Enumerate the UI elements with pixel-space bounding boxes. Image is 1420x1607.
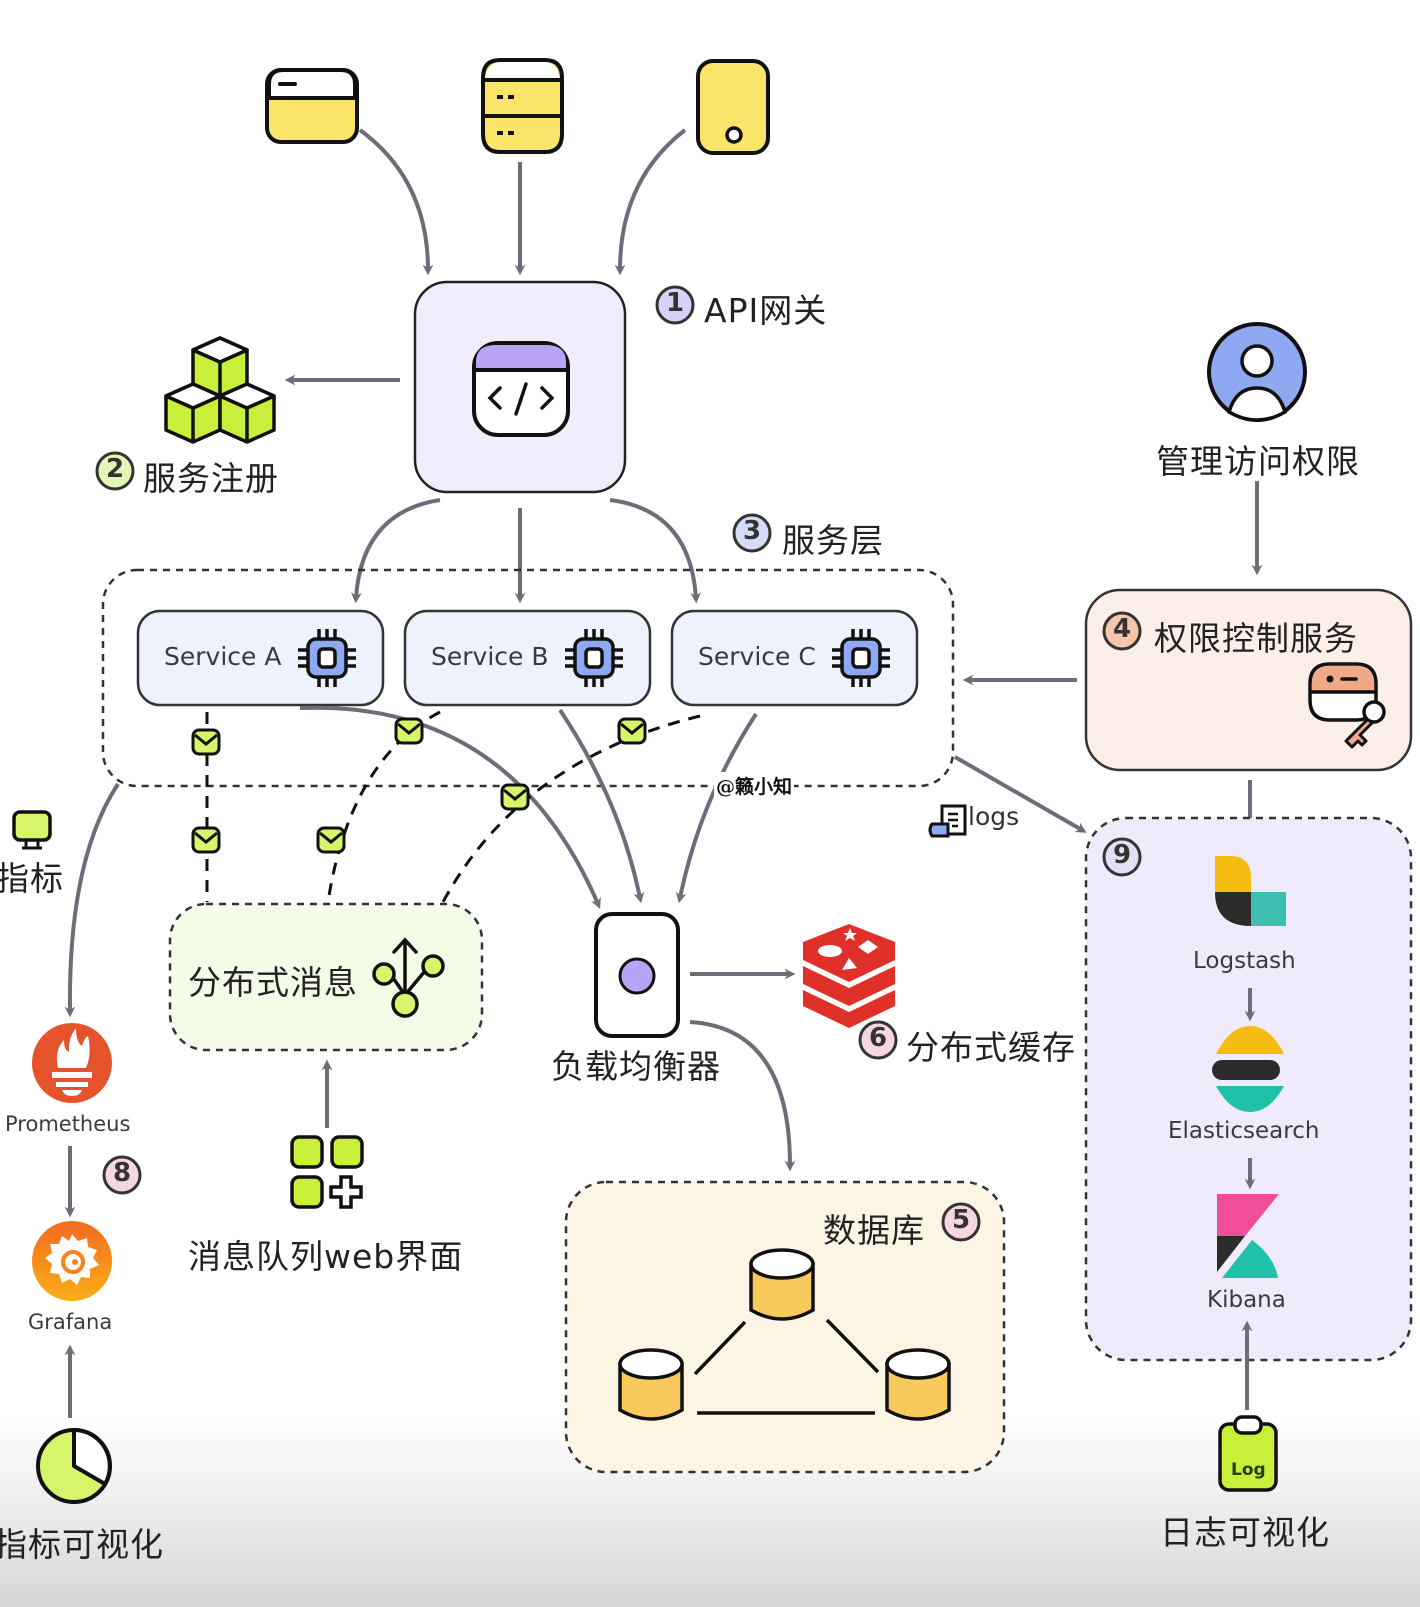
watermark: @籁小知 xyxy=(714,772,795,799)
apps-add-icon xyxy=(290,1135,364,1209)
messaging-label: 分布式消息 xyxy=(188,963,358,1002)
grafana-logo xyxy=(32,1221,112,1301)
database-icon xyxy=(885,1348,951,1421)
services-to-lb-arrows xyxy=(299,705,758,909)
database-icon xyxy=(618,1348,684,1421)
user-icon xyxy=(1207,322,1307,422)
badge-5 xyxy=(941,1202,981,1242)
scroll-icon xyxy=(928,804,967,838)
metrics-viz-label: 指标可视化 xyxy=(0,1525,164,1564)
api-gateway-label: API网关 xyxy=(704,291,828,330)
badge-9-number: 9 xyxy=(1113,840,1132,870)
badge-6-number: 6 xyxy=(869,1023,888,1053)
mq-web-label: 消息队列web界面 xyxy=(188,1237,464,1276)
metrics-label: 指标 xyxy=(0,859,64,898)
branch-icon xyxy=(372,937,445,1018)
badge-6 xyxy=(858,1020,898,1060)
browser-icon xyxy=(265,68,359,144)
redis-icon xyxy=(803,924,895,1028)
mobile-icon xyxy=(696,59,770,155)
id-key-icon xyxy=(1308,662,1386,749)
service-registry-label: 服务注册 xyxy=(143,459,279,498)
prometheus-label: Prometheus xyxy=(5,1112,131,1136)
prometheus-logo xyxy=(32,1023,112,1103)
server-icon xyxy=(481,58,564,154)
pie-chart-icon xyxy=(36,1428,112,1504)
logs-label: logs xyxy=(968,802,1020,831)
badge-4 xyxy=(1102,611,1142,651)
envelope-icon xyxy=(617,717,647,745)
badge-8-number: 8 xyxy=(113,1158,132,1188)
database-icon xyxy=(749,1248,815,1321)
badge-2-number: 2 xyxy=(106,454,125,484)
envelope-icon xyxy=(191,728,221,756)
envelope-icon xyxy=(316,826,346,854)
code-icon xyxy=(472,341,570,437)
badge-3 xyxy=(732,513,772,553)
service-layer-label: 服务层 xyxy=(782,521,884,560)
auth-service-box[interactable] xyxy=(1084,588,1413,772)
badge-4-number: 4 xyxy=(1113,614,1132,644)
badge-9 xyxy=(1102,837,1142,877)
grafana-label: Grafana xyxy=(28,1310,113,1334)
envelope-icon xyxy=(191,826,221,854)
lb-dot-icon xyxy=(618,957,656,995)
service-b-label: Service B xyxy=(431,642,549,671)
kibana-logo xyxy=(1217,1194,1279,1278)
arrow-to-prometheus xyxy=(64,782,120,1018)
arrow-to-db xyxy=(689,1020,796,1172)
admin-access-label: 管理访问权限 xyxy=(1156,442,1360,481)
cubes-icon xyxy=(164,336,276,444)
badge-3-number: 3 xyxy=(743,516,762,546)
envelope-icon xyxy=(394,717,424,745)
client-arrows xyxy=(358,128,687,276)
log-badge-text: Log xyxy=(1231,1460,1266,1480)
auth-service-label: 权限控制服务 xyxy=(1154,619,1358,658)
badge-1 xyxy=(655,285,695,325)
service-b-box[interactable] xyxy=(403,609,652,707)
badge-5-number: 5 xyxy=(952,1205,971,1235)
service-layer-container xyxy=(101,568,955,788)
log-clipboard-icon xyxy=(1218,1415,1278,1492)
monitor-icon xyxy=(12,810,52,850)
badge-8 xyxy=(102,1155,142,1195)
service-c-label: Service C xyxy=(698,642,816,671)
database-container xyxy=(564,1180,1006,1474)
kibana-label: Kibana xyxy=(1207,1287,1286,1313)
logstash-label: Logstash xyxy=(1193,948,1296,974)
log-viz-label: 日志可视化 xyxy=(1160,1513,1330,1552)
service-a-label: Service A xyxy=(164,642,282,671)
arrow-logs xyxy=(954,755,1087,833)
logstash-logo xyxy=(1215,856,1286,926)
gateway-to-services-arrows xyxy=(350,498,702,604)
cache-label: 分布式缓存 xyxy=(906,1028,1076,1067)
envelope-icon xyxy=(500,783,530,811)
elasticsearch-label: Elasticsearch xyxy=(1168,1118,1320,1144)
elasticsearch-logo xyxy=(1212,1026,1284,1112)
service-a-box[interactable] xyxy=(136,609,385,707)
database-label: 数据库 xyxy=(823,1211,925,1250)
badge-1-number: 1 xyxy=(666,288,685,318)
load-balancer-label: 负载均衡器 xyxy=(551,1047,721,1086)
badge-2 xyxy=(95,451,135,491)
db-links xyxy=(693,1318,880,1415)
service-c-box[interactable] xyxy=(670,609,919,707)
